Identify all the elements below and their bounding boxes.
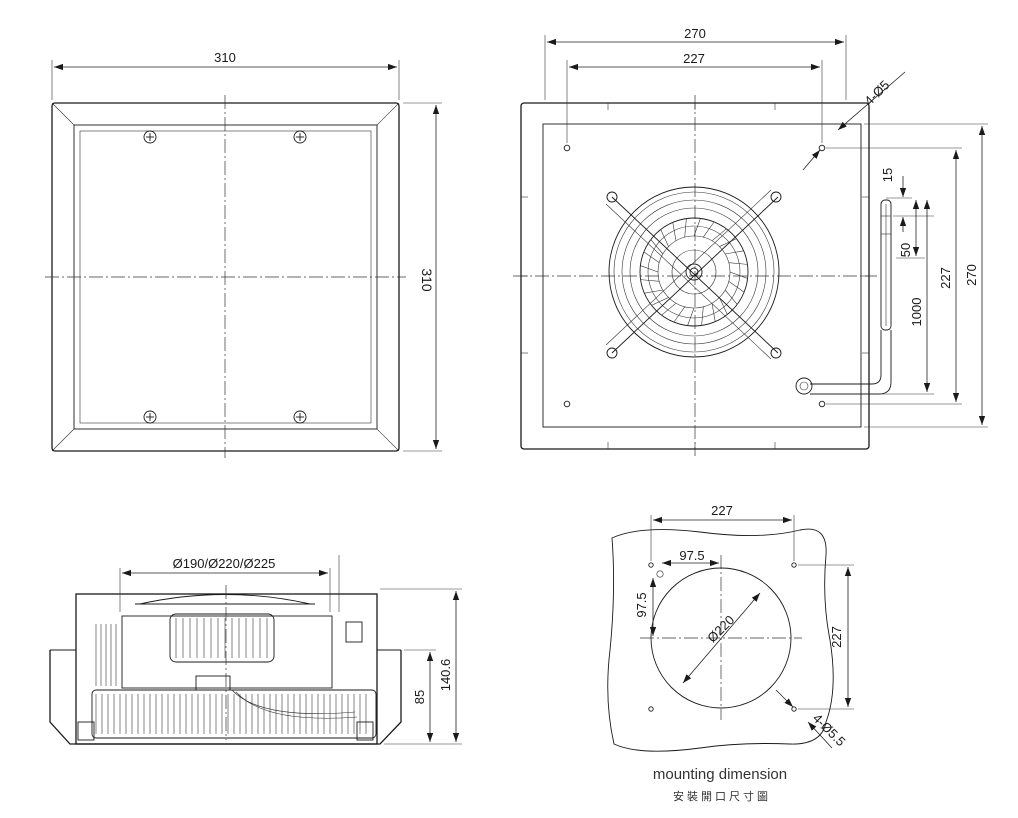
side-frame — [49, 650, 402, 745]
mounting-view: 227 97.5 97.5 Ø220 227 4-Ø5.5 mounting d… — [607, 503, 854, 803]
side-view: Ø190/Ø220/Ø225 85 140.6 — [49, 555, 462, 745]
rear-hole-spacing-label: 227 — [683, 51, 705, 66]
screw-icon — [143, 410, 157, 424]
rear-vertical-spacing-label: 227 — [938, 267, 953, 289]
power-cable — [795, 199, 892, 395]
mounting-hole-icon — [563, 144, 571, 152]
mount-hole-spacing-label: 227 — [711, 503, 733, 518]
rear-inner-plate — [542, 123, 862, 428]
mounting-hole-icon — [818, 400, 826, 408]
front-width-label: 310 — [214, 50, 236, 65]
rear-width-label: 270 — [684, 26, 706, 41]
mount-offset-x-label: 97.5 — [679, 548, 704, 563]
mount-offset-y-label: 97.5 — [634, 592, 649, 617]
mounting-caption-chinese: 安裝開口尺寸圖 — [673, 789, 771, 803]
motor-icon — [169, 613, 275, 663]
front-height-label: 310 — [419, 268, 435, 292]
mounting-hole-icon — [563, 400, 571, 408]
mounting-hole-icon — [818, 144, 826, 152]
rear-view: 270 227 4-Ø5 15 50 1000 227 270 — [513, 26, 988, 456]
cable-offset-label: 15 — [880, 168, 895, 182]
screw-icon — [143, 130, 157, 144]
side-total-height-label: 140.6 — [438, 659, 453, 692]
side-diameters-label: Ø190/Ø220/Ø225 — [173, 556, 276, 571]
mount-cutout-label: Ø220 — [704, 612, 737, 645]
fan-icon — [605, 186, 782, 360]
rear-holes-label: 4-Ø5 — [861, 77, 892, 108]
mounting-caption: mounting dimension — [653, 766, 787, 783]
wall-cutout-area — [607, 528, 834, 752]
screw-icon — [293, 130, 307, 144]
cable-length-label: 1000 — [909, 298, 924, 327]
mount-vertical-spacing-label: 227 — [829, 626, 844, 648]
cable-end-label: 50 — [898, 243, 913, 257]
screw-icon — [293, 410, 307, 424]
rear-height-label: 270 — [964, 264, 979, 286]
side-inner-height-label: 85 — [412, 690, 427, 704]
front-view: 310 310 — [45, 50, 442, 458]
